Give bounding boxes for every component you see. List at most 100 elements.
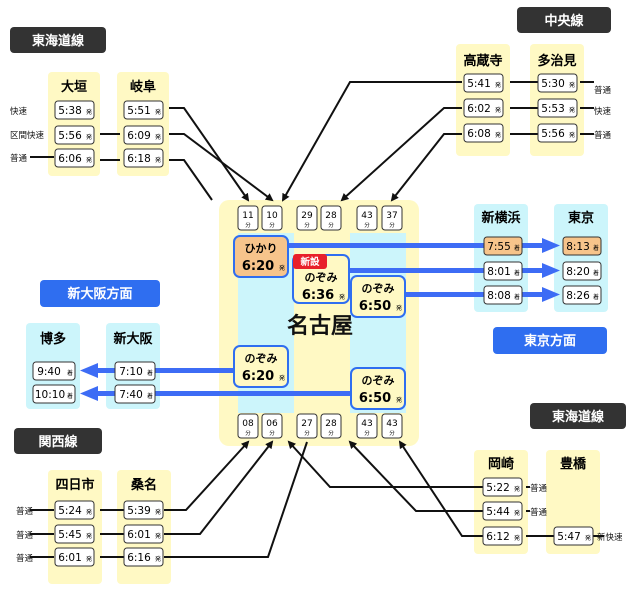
svg-text:5:41: 5:41: [467, 78, 491, 90]
svg-text:分: 分: [304, 221, 310, 229]
svg-text:6:18: 6:18: [127, 153, 151, 165]
station-shinosaka: 新大阪: [113, 331, 153, 347]
svg-text:関西線: 関西線: [38, 434, 78, 450]
tokyo-panel: [554, 204, 608, 312]
svg-text:6:20: 6:20: [242, 369, 274, 384]
svg-text:5:47: 5:47: [557, 531, 581, 543]
svg-text:発: 発: [86, 133, 92, 141]
svg-text:5:56: 5:56: [58, 130, 82, 142]
svg-text:6:50: 6:50: [359, 299, 391, 314]
svg-text:28: 28: [325, 211, 337, 221]
svg-text:のぞみ: のぞみ: [362, 282, 395, 295]
svg-text:東京方面: 東京方面: [524, 333, 576, 349]
svg-text:発: 発: [396, 396, 402, 404]
label-shin-osaka-direction: 新大阪方面: [40, 280, 160, 307]
time-takakuraji-1: 5:41 発: [463, 73, 504, 93]
svg-text:分: 分: [245, 429, 251, 437]
platforms-top: 11分 10分 29分 28分 43分 37分: [237, 205, 403, 231]
svg-text:着: 着: [593, 293, 599, 301]
platform-top-3: 29分: [296, 205, 318, 231]
svg-text:発: 発: [86, 108, 92, 116]
svg-text:東海道線: 東海道線: [32, 33, 85, 49]
svg-text:5:51: 5:51: [127, 105, 151, 117]
station-yokkaichi: 四日市: [55, 477, 94, 493]
svg-text:分: 分: [269, 429, 275, 437]
train-nozomi-650-east: のぞみ 6:50 発: [350, 275, 406, 318]
svg-text:分: 分: [245, 221, 251, 229]
platforms-bottom: 08分 06分 27分 28分 43分 43分: [237, 413, 403, 439]
svg-text:5:45: 5:45: [58, 529, 82, 541]
svg-text:新大阪方面: 新大阪方面: [67, 286, 132, 302]
platform-bottom-4: 28分: [320, 413, 342, 439]
svg-text:分: 分: [389, 221, 395, 229]
svg-text:のぞみ: のぞみ: [305, 271, 338, 284]
svg-text:5:30: 5:30: [541, 78, 565, 90]
station-tajimi: 多治見: [537, 53, 576, 69]
platform-top-2: 10分: [261, 205, 283, 231]
svg-text:6:20: 6:20: [242, 259, 274, 274]
svg-text:着: 着: [67, 369, 73, 377]
svg-text:43: 43: [361, 419, 372, 429]
platform-top-6: 37分: [381, 205, 403, 231]
svg-text:08: 08: [242, 419, 254, 429]
station-okazaki: 岡崎: [488, 456, 514, 472]
type-label: 区間快速: [10, 130, 45, 141]
station-hakata: 博多: [40, 331, 66, 347]
type-label: 新快速: [597, 532, 623, 543]
new-badge: 新設: [300, 256, 320, 268]
svg-text:6:09: 6:09: [127, 130, 151, 142]
station-ogaki: 大垣: [61, 79, 87, 95]
svg-text:のぞみ: のぞみ: [245, 352, 278, 365]
svg-text:37: 37: [386, 211, 397, 221]
svg-text:分: 分: [389, 429, 395, 437]
platform-bottom-5: 43分: [356, 413, 378, 439]
svg-text:のぞみ: のぞみ: [362, 374, 395, 387]
svg-text:分: 分: [364, 429, 370, 437]
type-label: 普通: [530, 507, 548, 518]
platform-bottom-2: 06分: [261, 413, 283, 439]
type-label: 普通: [594, 85, 612, 96]
station-tokyo: 東京: [568, 210, 594, 226]
svg-text:発: 発: [495, 106, 501, 114]
svg-text:ひかり: ひかり: [245, 242, 278, 255]
svg-text:6:36: 6:36: [302, 288, 334, 303]
svg-text:8:01: 8:01: [487, 266, 511, 278]
svg-text:6:01: 6:01: [127, 529, 151, 541]
svg-text:5:53: 5:53: [541, 103, 565, 115]
svg-text:着: 着: [514, 269, 520, 277]
svg-text:発: 発: [279, 374, 285, 382]
svg-text:分: 分: [328, 221, 334, 229]
svg-text:発: 発: [569, 131, 575, 139]
svg-text:6:16: 6:16: [127, 552, 151, 564]
svg-text:分: 分: [304, 429, 310, 437]
svg-text:11: 11: [242, 211, 253, 221]
line-label-kansai: 関西線: [14, 428, 102, 454]
line-label-tokaido-west: 東海道線: [10, 27, 106, 53]
shinyokohama-panel: [474, 204, 528, 312]
svg-text:発: 発: [569, 81, 575, 89]
svg-text:分: 分: [328, 429, 334, 437]
svg-text:27: 27: [301, 419, 312, 429]
svg-text:10:10: 10:10: [35, 389, 65, 401]
svg-text:6:12: 6:12: [486, 531, 510, 543]
type-label: 普通: [530, 483, 548, 494]
svg-text:着: 着: [514, 293, 520, 301]
train-nozomi-650-west: のぞみ 6:50 発: [350, 367, 406, 410]
type-label: 普通: [16, 506, 34, 517]
svg-text:発: 発: [495, 81, 501, 89]
svg-text:中央線: 中央線: [544, 13, 584, 29]
